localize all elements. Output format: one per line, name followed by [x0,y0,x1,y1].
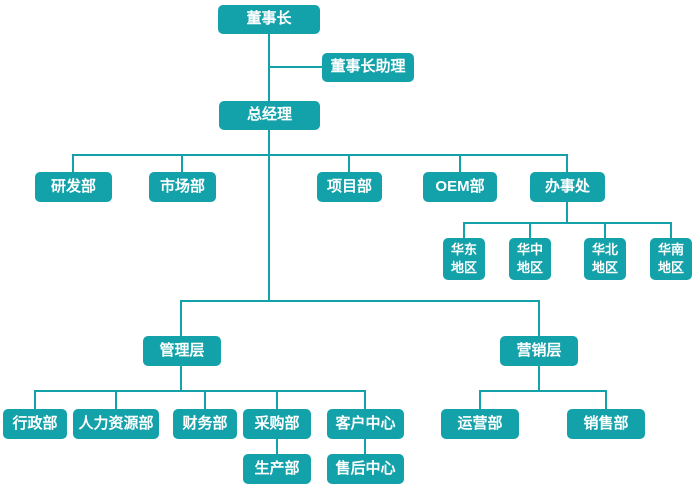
org-node-finance-dept: 财务部 [173,409,237,439]
org-node-sales-dept: 销售部 [567,409,645,439]
region-label-line: 地区 [516,260,543,275]
org-node-operations-dept: 运营部 [441,409,519,439]
org-node-east-china: 华东 地区 [443,238,485,280]
org-node-general-manager: 总经理 [219,101,320,130]
org-node-project-dept: 项目部 [317,172,382,202]
org-node-central-china: 华中 地区 [509,238,551,280]
org-node-hr-dept: 人力资源部 [73,409,159,439]
connector-regions-bus [463,222,672,224]
region-label-line: 地区 [450,260,477,275]
org-node-oem-dept: OEM部 [423,172,497,202]
connector-drop-customer [364,390,366,409]
connector-management-bus [34,390,366,392]
org-node-purchasing-dept: 采购部 [243,409,311,439]
connector-drop-operations [479,390,481,409]
org-node-marketing-layer: 营销层 [500,336,578,366]
connector-drop-sales [605,390,607,409]
connector-drop-east [463,222,465,238]
connector-drop-hr [115,390,117,409]
connector-drop-project [348,154,350,172]
connector-row2-bus [72,154,568,156]
org-node-production-dept: 生产部 [243,454,311,484]
connector-drop-office [566,154,568,172]
connector-drop-rd [72,154,74,172]
region-label-line: 地区 [657,260,684,275]
region-label-line: 地区 [591,260,618,275]
connector-drop-central [529,222,531,238]
org-node-management-layer: 管理层 [143,336,221,366]
connector-drop-management [180,300,182,336]
connector-purchasing-production [276,439,278,454]
region-label-line: 华北 [591,242,618,258]
connector-drop-finance [204,390,206,409]
connector-drop-north [604,222,606,238]
org-node-market-dept: 市场部 [149,172,216,202]
connector-layers-bus [180,300,540,302]
connector-marketing-bus [479,390,607,392]
region-label-line: 华东 [450,242,477,258]
connector-management-stem [180,366,182,392]
org-node-admin-dept: 行政部 [3,409,67,439]
org-node-customer-center: 客户中心 [327,409,404,439]
region-label-line: 华中 [516,242,543,258]
org-node-south-china: 华南 地区 [650,238,692,280]
connector-gm-trunk [268,130,270,301]
connector-drop-admin [34,390,36,409]
connector-drop-marketing-layer [538,300,540,336]
connector-drop-market [181,154,183,172]
connector-marketing-stem [538,366,540,392]
connector-drop-purchasing [276,390,278,409]
org-node-north-china: 华北 地区 [584,238,626,280]
connector-chairman-assistant [268,66,322,68]
connector-customer-aftersales [364,439,366,454]
connector-office-stem [566,202,568,223]
connector-drop-oem [459,154,461,172]
org-node-after-sales-center: 售后中心 [327,454,404,484]
org-node-chairman: 董事长 [218,5,320,34]
connector-drop-south [670,222,672,238]
region-label-line: 华南 [657,242,684,258]
org-node-rd-dept: 研发部 [35,172,112,202]
org-node-chairman-assistant: 董事长助理 [322,53,414,82]
org-node-office: 办事处 [530,172,605,202]
